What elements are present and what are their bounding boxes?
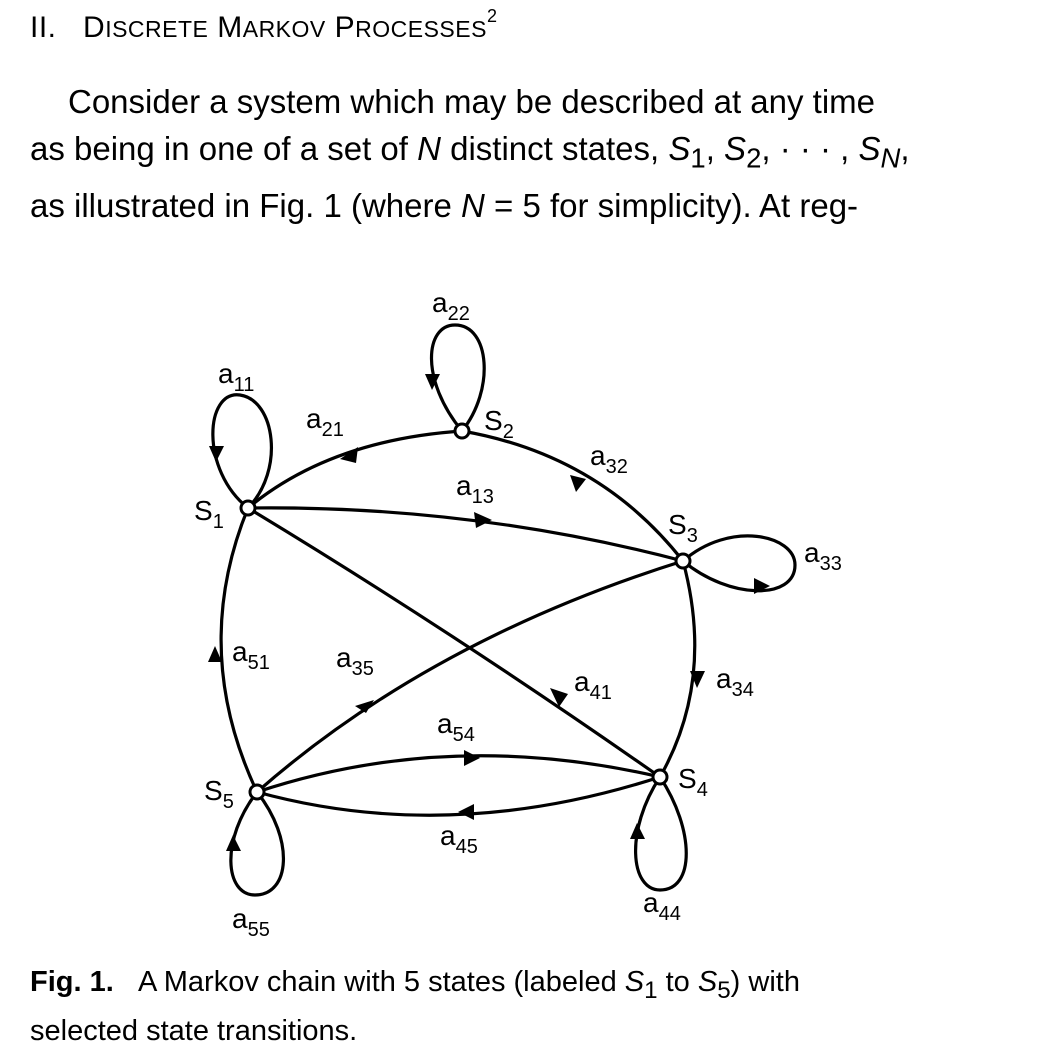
state-label-s1: S1 [194, 495, 224, 533]
label-a11: a11 [218, 358, 254, 396]
label-a22: a22 [432, 287, 470, 325]
loop-a22 [430, 323, 486, 433]
arrow-a55 [226, 835, 241, 851]
loop-a55 [229, 791, 286, 897]
edge-a21 [246, 429, 463, 510]
state-node-s1 [239, 499, 257, 517]
figure-caption: Fig. 1. A Markov chain with 5 states (la… [30, 962, 1020, 1051]
arrow-a13 [474, 512, 492, 528]
state-node-s3 [674, 552, 692, 570]
label-a44: a44 [643, 887, 681, 925]
edge-a45 [256, 775, 661, 817]
arrowheads [208, 374, 770, 851]
label-a33: a33 [804, 537, 842, 575]
heading-word-3: PROCESSES [334, 11, 487, 44]
state-label-s4: S4 [678, 763, 708, 801]
arrow-a51 [208, 646, 222, 662]
markov-chain-diagram: S1 S2 S3 S4 S5 a11 a22 a33 a44 a55 a21 a… [194, 287, 842, 941]
section-heading: II. DISCRETE MARKOV PROCESSES2 [30, 6, 497, 45]
state-label-s5: S5 [204, 775, 234, 813]
arrow-a21 [340, 447, 358, 463]
figure-label: Fig. 1. [30, 966, 114, 998]
edge-a35 [255, 559, 684, 794]
edge-a13 [247, 506, 684, 563]
arrow-a45 [458, 804, 474, 820]
label-a55: a55 [232, 903, 270, 941]
arrow-a11 [209, 446, 224, 462]
label-a45: a45 [440, 820, 478, 858]
body-paragraph: Consider a system which may be described… [30, 78, 1020, 229]
arrow-a33 [754, 578, 770, 594]
label-a21: a21 [306, 403, 344, 441]
arrow-a35 [355, 700, 374, 713]
paragraph-line-1: Consider a system which may be described… [68, 83, 876, 120]
label-a51: a51 [232, 636, 270, 674]
paragraph-line-3: as illustrated in Fig. 1 (where N = 5 fo… [30, 186, 859, 224]
paragraph-line-2: as being in one of a set of N distinct s… [30, 130, 910, 174]
label-a13: a13 [456, 470, 494, 508]
arrow-a54 [464, 750, 480, 766]
state-node-s2 [453, 422, 471, 440]
edge-a41 [247, 506, 661, 779]
section-number: II. [30, 11, 57, 44]
label-a54: a54 [437, 708, 475, 746]
arrow-a41 [550, 688, 568, 707]
caption-line-2: selected state transitions. [30, 1014, 358, 1047]
footnote-marker: 2 [486, 6, 498, 26]
state-node-s5 [248, 783, 266, 801]
label-a34: a34 [716, 663, 754, 701]
arrow-a32 [570, 475, 586, 492]
heading-word-1: DISCRETE [83, 11, 209, 44]
loop-a33 [681, 534, 797, 593]
arrow-a44 [630, 823, 645, 839]
label-a35: a35 [336, 642, 374, 680]
state-label-s3: S3 [668, 509, 698, 547]
heading-word-2: MARKOV [217, 11, 326, 44]
loop-a11 [211, 393, 273, 510]
edge-a34 [658, 560, 697, 778]
label-a32: a32 [590, 440, 628, 478]
edge-a32 [461, 429, 685, 562]
loop-a44 [634, 776, 688, 892]
caption-line-1: Fig. 1. A Markov chain with 5 states (la… [30, 966, 800, 1004]
state-label-s2: S2 [484, 405, 514, 443]
state-node-s4 [651, 768, 669, 786]
edge-a54 [256, 754, 661, 794]
label-a41: a41 [574, 666, 612, 704]
arrow-a34 [690, 671, 705, 688]
arrow-a22 [425, 374, 440, 390]
edge-a51 [219, 507, 259, 793]
